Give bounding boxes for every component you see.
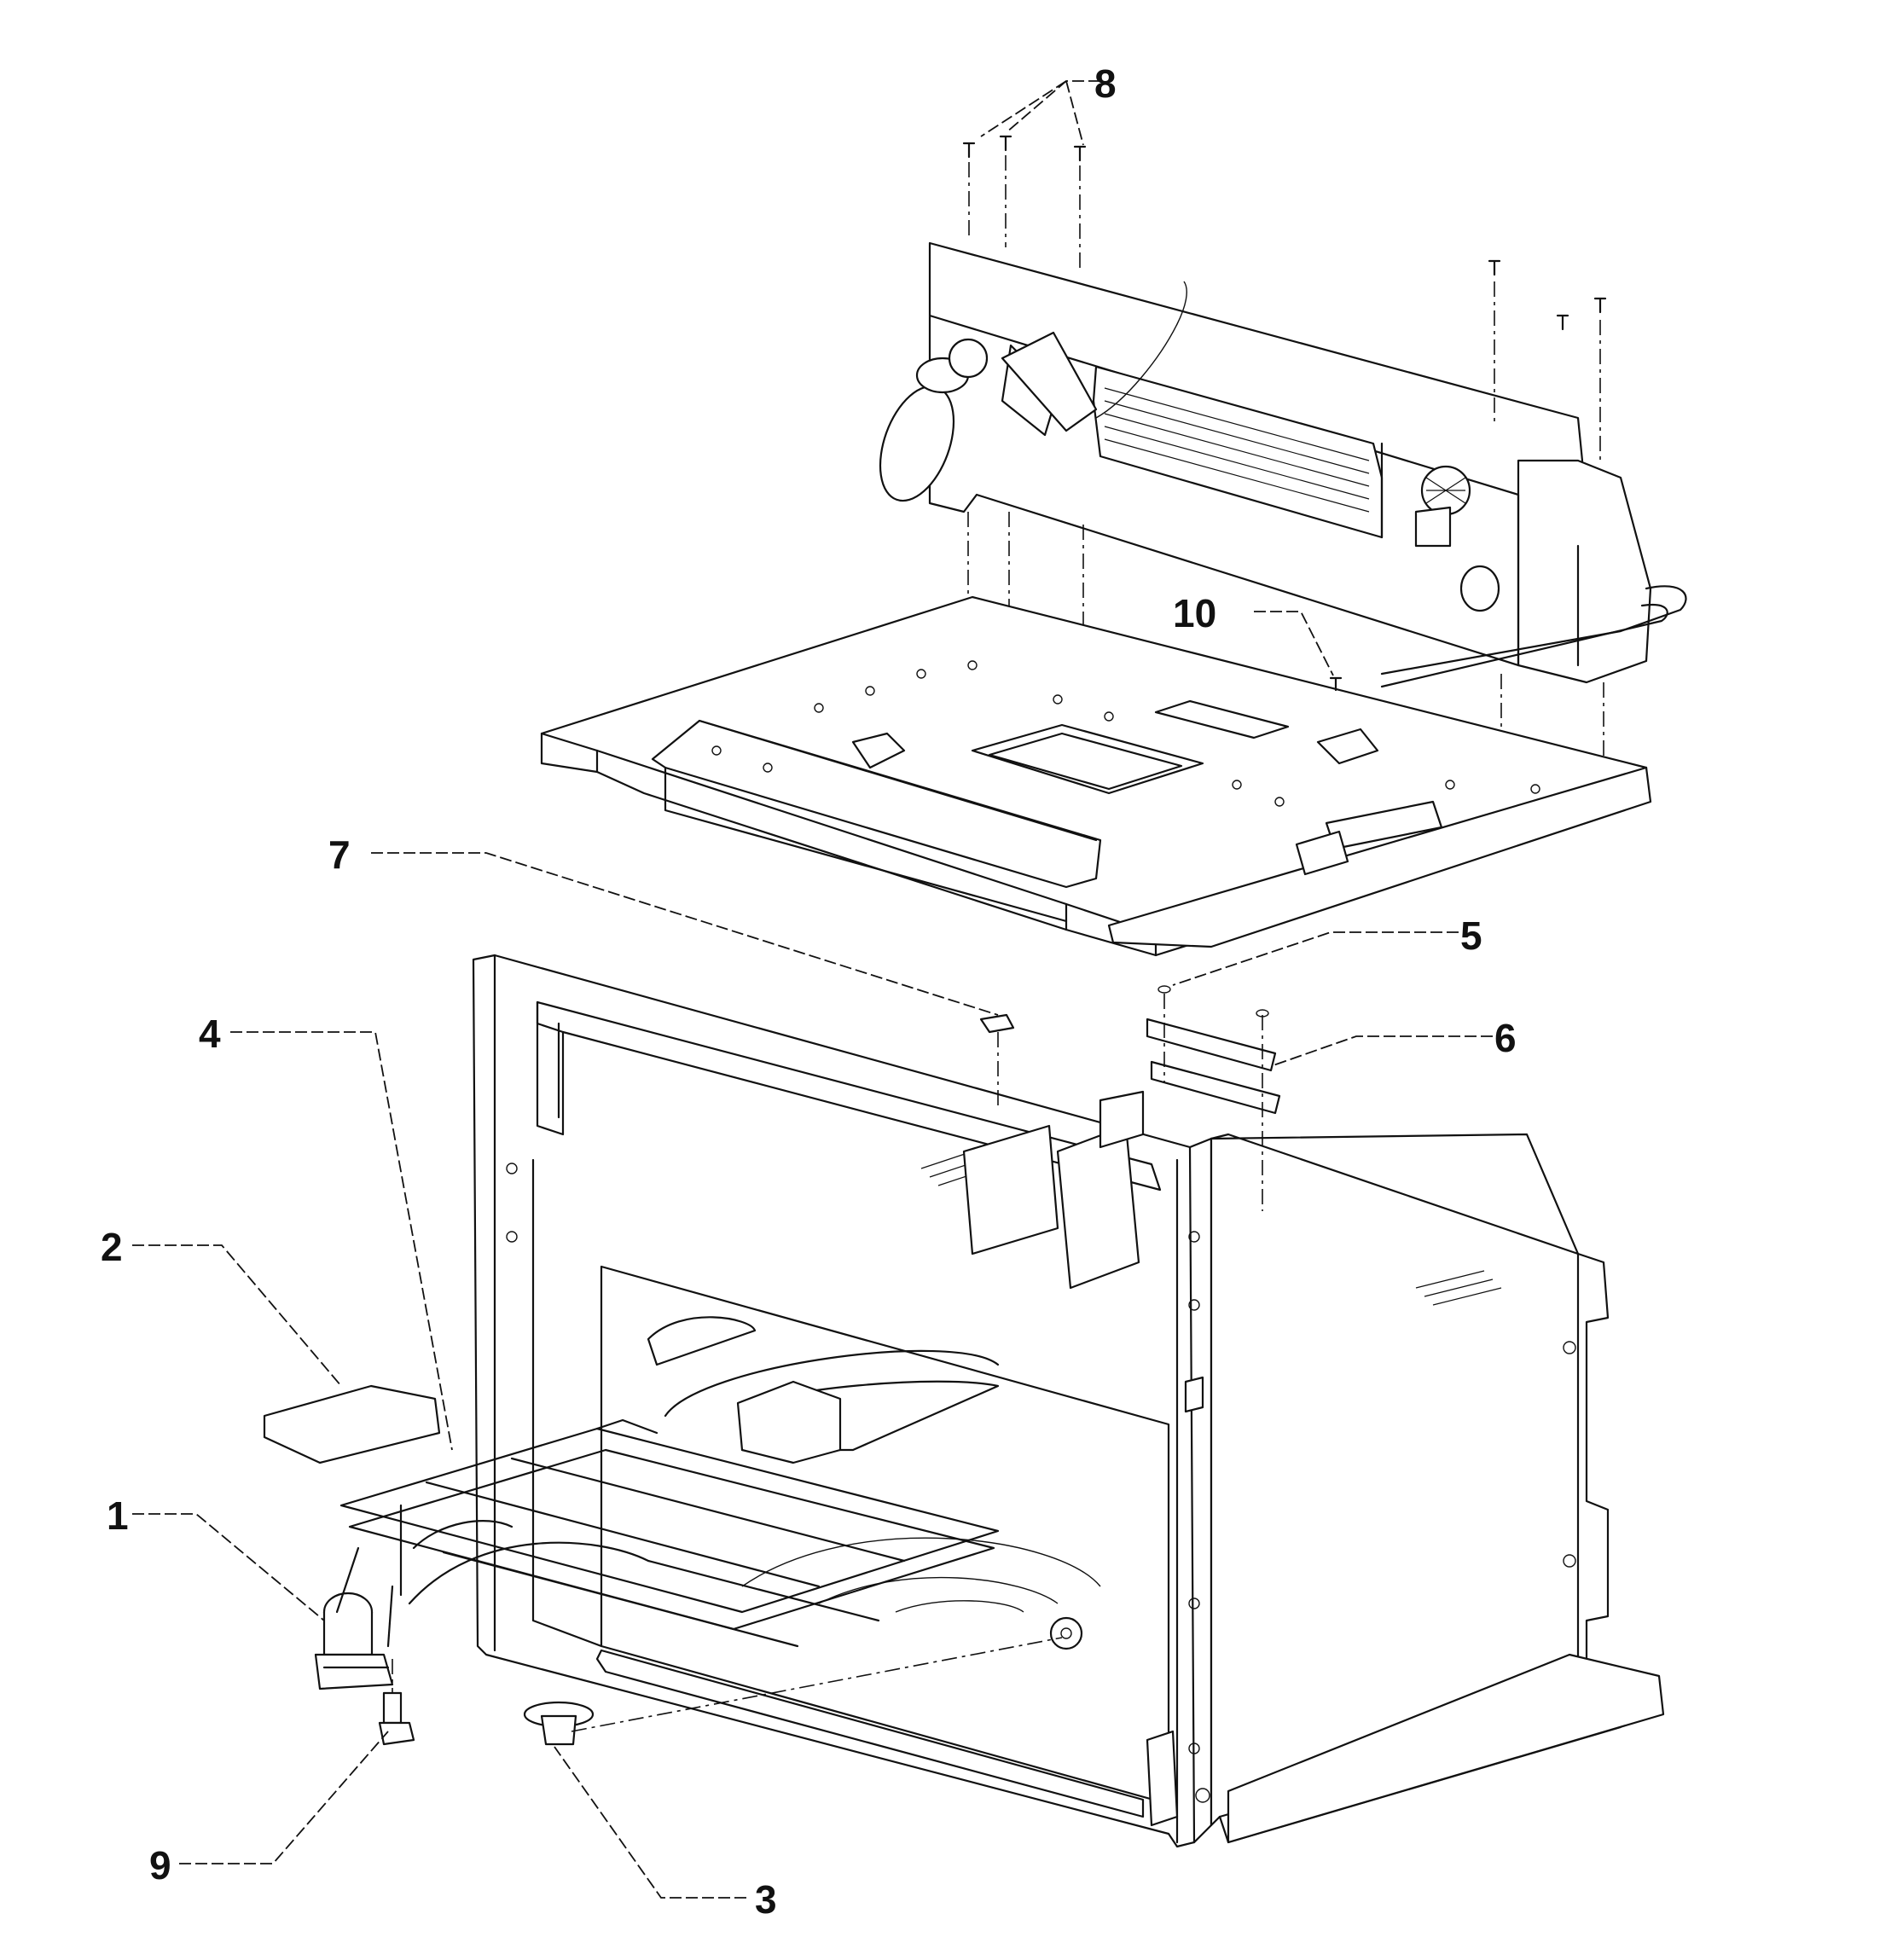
- leader-lines: [132, 80, 1493, 1899]
- filter-pad: [263, 1384, 441, 1464]
- callout-7: 7: [328, 832, 351, 877]
- callout-9: 9: [149, 1843, 171, 1888]
- callout-6: 6: [1494, 1016, 1517, 1060]
- callout-1: 1: [107, 1493, 129, 1538]
- callout-labels: 8 10 7 5 6 4 2 1 9 3: [101, 61, 1517, 1922]
- callout-8: 8: [1094, 61, 1117, 106]
- callout-5: 5: [1460, 913, 1482, 958]
- mount-holes: [711, 660, 1540, 807]
- blower-motor: [879, 331, 1098, 502]
- heater-grill-element: [339, 1418, 1000, 1648]
- screw-10: [1329, 676, 1343, 692]
- callout-2: 2: [101, 1225, 123, 1269]
- top-vent-hatch: [920, 1151, 1502, 1306]
- stirrer-motor: [314, 1546, 394, 1690]
- oven-cavity: [472, 954, 1665, 1848]
- callout-3: 3: [755, 1877, 777, 1922]
- chassis-tray: [540, 595, 1652, 957]
- frame-holes: [506, 1163, 1576, 1803]
- bracket-set: [1146, 985, 1281, 1211]
- turntable-hub: [523, 1637, 1063, 1746]
- clip: [979, 1013, 1015, 1109]
- coupler: [378, 1659, 415, 1746]
- screws-top: [962, 135, 1607, 331]
- control-panel-assembly: [879, 135, 1687, 759]
- callout-4: 4: [199, 1012, 221, 1056]
- callout-10: 10: [1173, 591, 1216, 635]
